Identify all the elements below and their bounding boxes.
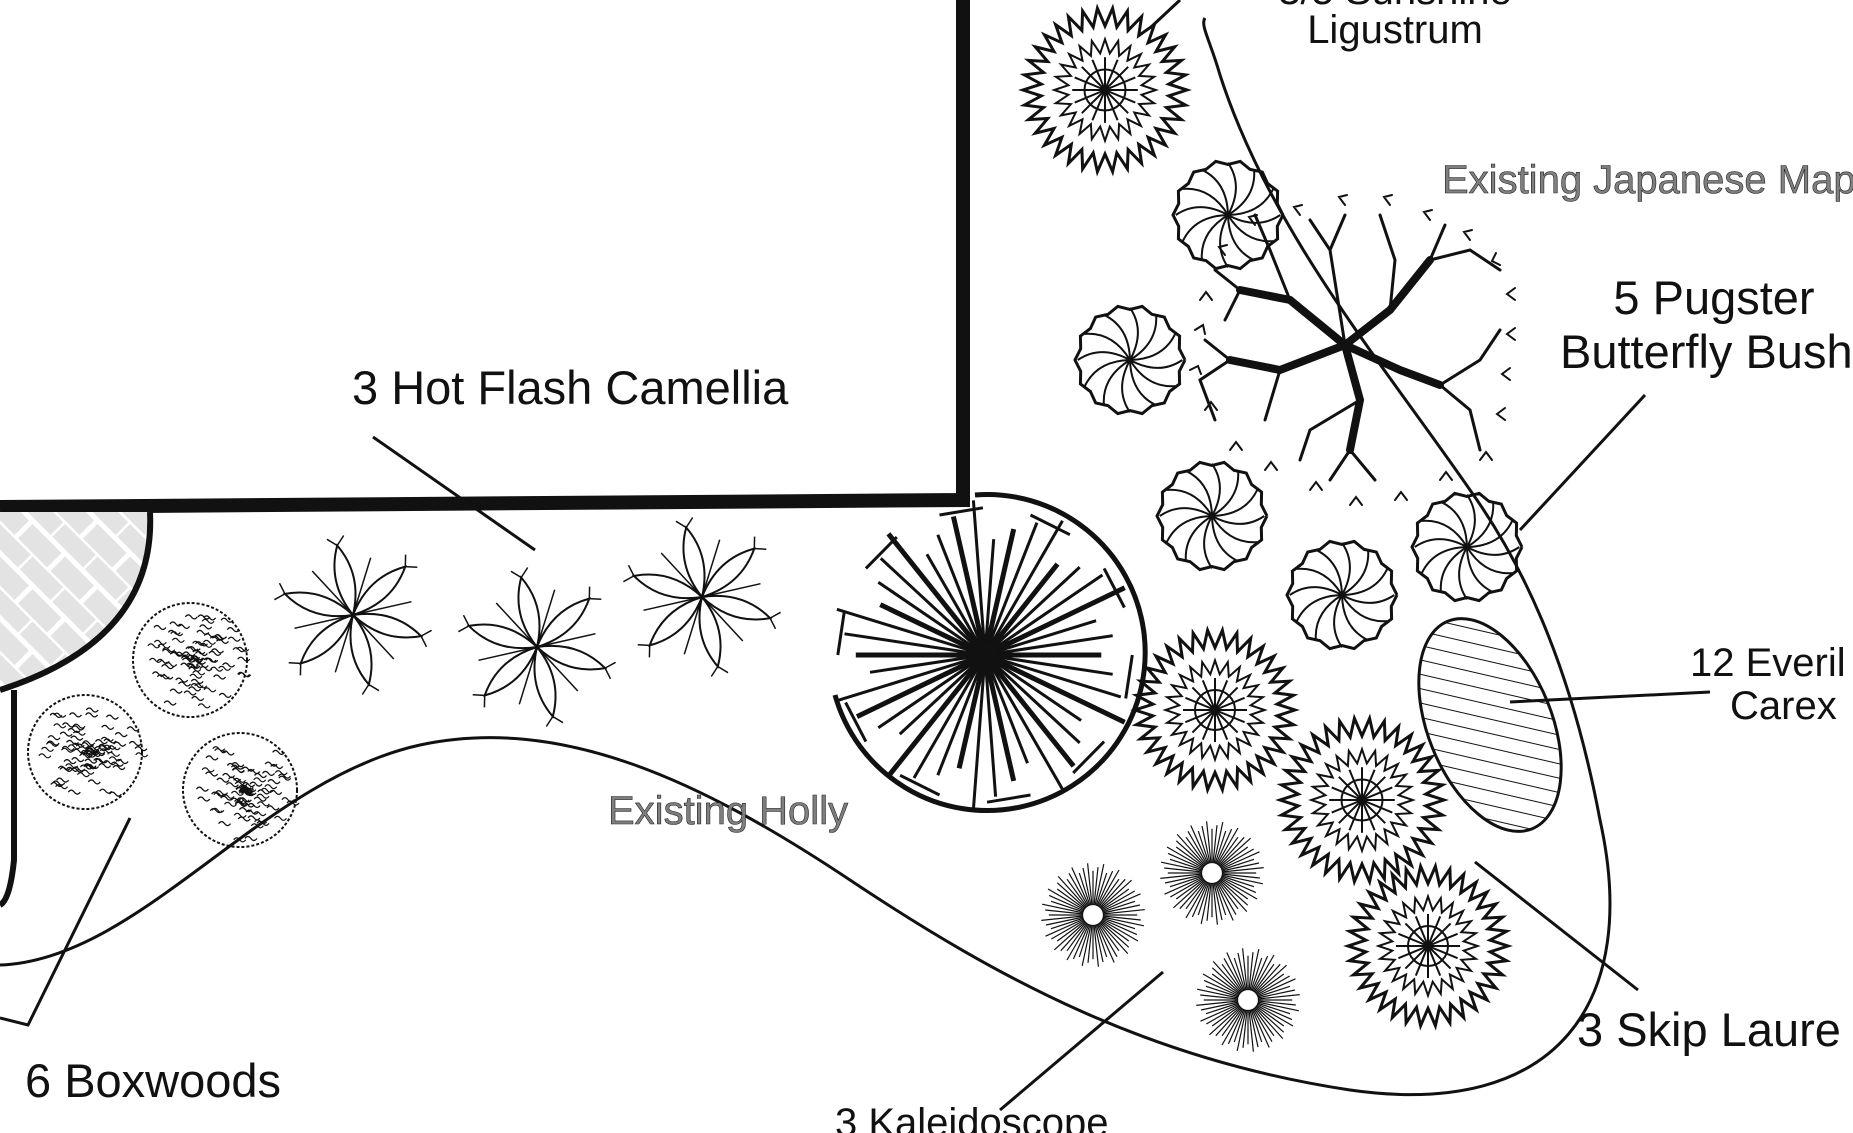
japanese-maple-symbol — [1189, 194, 1516, 506]
holly-ray — [956, 654, 988, 769]
swirl-shrub-icon — [1410, 491, 1524, 603]
holly-ray — [836, 607, 986, 657]
holly-ray — [984, 653, 1113, 676]
holly-ray — [925, 553, 987, 656]
holly-ray — [983, 654, 1064, 790]
spiky-shrubs — [1018, 3, 1513, 1031]
holly-ray — [983, 653, 1076, 768]
holly-segment — [899, 773, 941, 797]
spiky-shrub-icon — [1275, 713, 1449, 887]
holly-ray — [877, 580, 986, 657]
holly-segment — [844, 701, 868, 743]
label-ligustrum: Ligustrum — [1307, 8, 1483, 52]
kaleidoscope-symbols — [1041, 821, 1300, 1052]
holly-ray — [879, 557, 987, 657]
holly-segment — [1102, 567, 1126, 609]
label-everillo-1: 12 Everil — [1690, 641, 1846, 685]
label-ligustrum-top: 3/5 Sunshine — [1278, 0, 1512, 13]
holly-symbol — [832, 492, 1148, 814]
label-holly: Existing Holly — [608, 789, 848, 833]
label-pugster-2: Butterfly Bush — [1560, 325, 1853, 378]
flower-shrub-icon — [623, 517, 781, 677]
holly-segment — [836, 611, 846, 656]
holly-ray — [950, 515, 988, 656]
holly-segment — [1029, 513, 1071, 537]
holly-ray — [971, 654, 987, 810]
holly-ray — [912, 654, 987, 779]
holly-segment — [1124, 654, 1134, 699]
label-skip-laurel: 3 Skip Laure — [1577, 1003, 1841, 1056]
holly-ray — [886, 653, 987, 778]
holly-outline — [832, 492, 1148, 814]
carex-symbol — [1417, 617, 1563, 833]
holly-ray — [983, 585, 1126, 658]
label-kaleidoscope: 3 Kaleidoscope — [835, 1101, 1109, 1133]
swirl-shrub-icon — [1155, 460, 1269, 572]
boxwood-icon — [132, 602, 252, 718]
holly-ray — [983, 653, 1081, 744]
boxwood-symbols — [27, 602, 300, 848]
holly-ray — [855, 652, 987, 719]
holly-ray — [983, 538, 996, 656]
spiky-shrub-icon — [1130, 625, 1300, 795]
swirl-shrub-icon — [1073, 304, 1187, 416]
boxwood-icon — [27, 694, 149, 810]
leader-lines — [0, 0, 1711, 1112]
starburst-icon — [1196, 948, 1300, 1052]
label-boxwoods: 6 Boxwoods — [25, 1054, 281, 1107]
holly-ray — [936, 534, 987, 656]
patio-pavers — [0, 511, 154, 908]
holly-ray — [971, 500, 987, 656]
holly-ray — [886, 532, 987, 657]
holly-ray — [984, 573, 1104, 657]
boxwood-icon — [182, 732, 300, 848]
holly-ray — [983, 654, 1029, 764]
butterfly-bush-symbols — [1073, 159, 1524, 651]
holly-ray — [984, 634, 1113, 657]
plant-labels: 3/5 Sunshine Ligustrum Existing Japanese… — [25, 0, 1853, 1133]
flower-shrub-icon — [274, 535, 432, 695]
holly-segment — [986, 793, 1031, 804]
holly-segment — [864, 536, 898, 570]
holly-ray — [984, 619, 1097, 657]
swirl-shrub-icon — [1171, 159, 1285, 271]
holly-ray — [982, 528, 1017, 656]
holly-ray — [983, 562, 1060, 657]
holly-center — [970, 640, 1000, 670]
label-everillo-2: Carex — [1730, 684, 1837, 728]
starburst-icon — [1041, 863, 1145, 967]
holly-ray — [983, 652, 1126, 725]
label-pugster-1: 5 Pugster — [1613, 271, 1814, 324]
holly-ray — [869, 653, 986, 674]
holly-ray — [983, 654, 998, 797]
holly-ray — [983, 566, 1081, 657]
spiky-shrub-icon — [1018, 3, 1192, 177]
holly-ray — [836, 653, 986, 703]
holly-ray — [879, 602, 987, 658]
holly-ray — [984, 653, 1122, 699]
label-japanese-maple: Existing Japanese Map — [1442, 158, 1853, 202]
holly-ray — [844, 632, 986, 657]
starburst-icon — [1160, 821, 1264, 925]
house-wall — [0, 0, 970, 514]
holly-segment — [1072, 740, 1106, 774]
camellia-symbols — [274, 517, 781, 727]
spiky-shrub-icon — [1343, 861, 1513, 1031]
holly-ray — [984, 653, 1082, 722]
holly-ray — [982, 654, 1017, 782]
holly-ray — [936, 654, 987, 776]
holly-ray — [983, 522, 1039, 656]
holly-segment — [939, 506, 984, 517]
label-camellia: 3 Hot Flash Camellia — [352, 361, 789, 414]
holly-ray — [877, 653, 986, 730]
holly-ray — [898, 653, 987, 736]
swirl-shrub-icon — [1285, 539, 1399, 651]
flower-shrub-icon — [458, 567, 616, 727]
holly-ray — [983, 520, 1064, 656]
